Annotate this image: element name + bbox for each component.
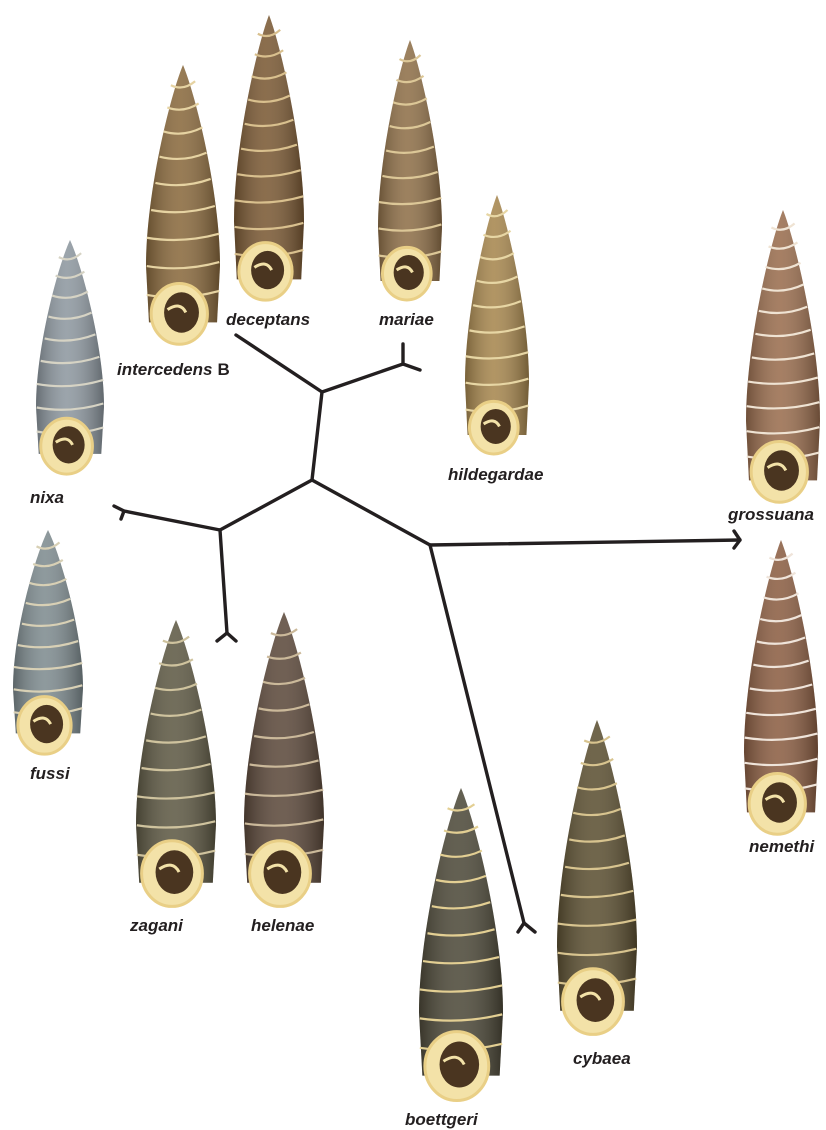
shell-aperture-inner-nemethi [762, 782, 797, 822]
label-deceptans: deceptans [226, 311, 310, 328]
shell-grossuana [746, 210, 820, 502]
shell-aperture-inner-boettgeri [440, 1042, 480, 1088]
shell-hildegardae [465, 195, 529, 454]
shell-fussi [13, 530, 83, 754]
label-cybaea: cybaea [573, 1050, 631, 1067]
shell-aperture-inner-nixa [53, 426, 85, 463]
tree-branch-left-zagani [220, 530, 227, 633]
tree-tip-nixa [114, 506, 124, 519]
shell-images [13, 15, 820, 1101]
shell-aperture-inner-zagani [156, 850, 194, 894]
shell-nemethi [744, 540, 818, 834]
tree-branch-root-left [220, 480, 312, 530]
shell-zagani [136, 620, 216, 906]
shell-aperture-inner-cybaea [577, 978, 615, 1022]
label-intercedens: intercedensB [117, 361, 230, 378]
shell-cybaea [557, 720, 637, 1034]
tree-branch-right-grossuana [430, 540, 740, 545]
tree-branch-upper-mariae [322, 364, 403, 392]
label-zagani: zagani [130, 917, 183, 934]
shell-shading-cybaea [557, 720, 637, 1011]
shell-deceptans [234, 15, 304, 300]
tree-branch-left-nixa [124, 511, 220, 530]
label-hildegardae: hildegardae [448, 466, 543, 483]
shell-aperture-inner-grossuana [764, 450, 799, 490]
tree-branch-upper-intercedens [236, 335, 322, 392]
label-helenae: helenae [251, 917, 314, 934]
shell-boettgeri [419, 788, 503, 1101]
label-mariae: mariae [379, 311, 434, 328]
shell-aperture-inner-fussi [30, 705, 63, 743]
label-intercedens-suffix: B [217, 360, 229, 379]
shell-aperture-inner-helenae [264, 850, 302, 894]
shell-shading-deceptans [234, 15, 304, 279]
shell-shading-nemethi [744, 540, 818, 812]
shell-aperture-inner-mariae [394, 255, 424, 290]
tree-tip-mariae [403, 344, 420, 370]
shell-intercedens [146, 65, 220, 344]
shell-shading-hildegardae [465, 195, 529, 435]
tree-branch-root-upper [312, 392, 322, 480]
shell-aperture-inner-deceptans [251, 251, 284, 289]
tree-branch-root-right [312, 480, 430, 545]
shell-nixa [36, 240, 104, 474]
shell-helenae [244, 612, 324, 906]
shell-mariae [378, 40, 442, 300]
label-boettgeri: boettgeri [405, 1111, 478, 1128]
label-nixa: nixa [30, 489, 64, 506]
shell-aperture-inner-intercedens [164, 292, 199, 332]
tree-tip-cybaea [518, 923, 535, 932]
label-nemethi: nemethi [749, 838, 814, 855]
shell-shading-grossuana [746, 210, 820, 480]
label-fussi: fussi [30, 765, 70, 782]
shell-shading-mariae [378, 40, 442, 281]
shell-aperture-inner-hildegardae [481, 409, 511, 444]
label-grossuana: grossuana [728, 506, 814, 523]
tree-tip-zagani [217, 633, 236, 641]
